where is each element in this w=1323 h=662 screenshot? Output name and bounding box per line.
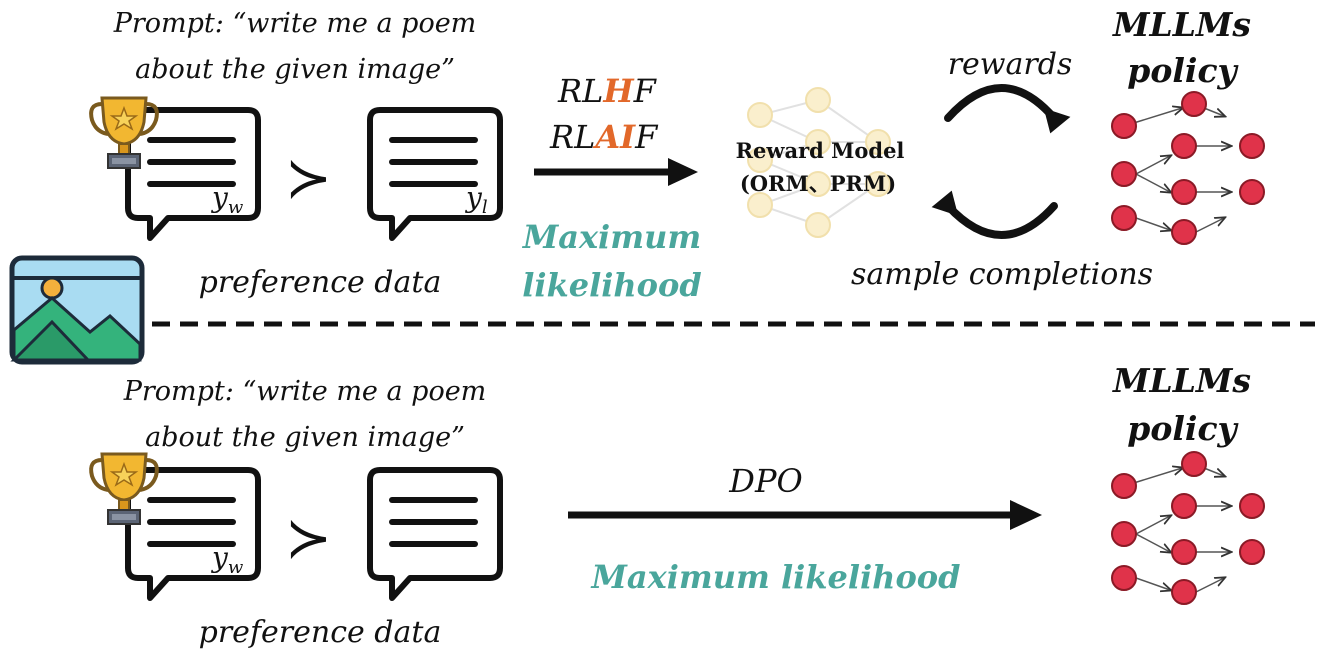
- top-prompt-line2: about the given image”: [135, 54, 455, 85]
- bottom-preference-data-label: preference data: [199, 615, 442, 650]
- reward-model-subtitle: (ORM、PRM): [740, 171, 896, 196]
- bottom-policy-title-line1: MLLMs: [1112, 361, 1251, 400]
- top-policy-title-line2: policy: [1127, 51, 1239, 90]
- top-policy-network-icon: [1112, 92, 1264, 244]
- bottom-chosen-label: yw: [210, 541, 244, 578]
- top-max-likelihood-line2: likelihood: [522, 266, 701, 304]
- reward-model-title: Reward Model: [736, 138, 905, 163]
- bottom-policy-title-line2: policy: [1127, 409, 1239, 448]
- bottom-policy-network-icon: [1112, 452, 1264, 604]
- method-rlhf-label: RLHF: [557, 72, 658, 110]
- cycle-arrows-icon: [931, 84, 1071, 239]
- top-rejected-label: yl: [464, 181, 488, 218]
- top-prompt-line1: Prompt: “write me a poem: [113, 8, 477, 39]
- bottom-prompt-line1: Prompt: “write me a poem: [123, 376, 487, 407]
- top-chosen-label: yw: [210, 181, 244, 218]
- bottom-arrow-head: [1010, 500, 1042, 530]
- bottom-prompt-line2: about the given image”: [145, 422, 465, 453]
- top-max-likelihood-line1: Maximum: [522, 218, 701, 256]
- top-preference-data-label: preference data: [199, 265, 442, 300]
- bottom-second-bubble: [370, 470, 500, 598]
- image-icon: [9, 255, 145, 365]
- reward-model-network-icon: [747, 87, 891, 238]
- top-rejected-bubble: [370, 110, 500, 238]
- preference-symbol: ≻: [285, 146, 332, 211]
- method-rlaif-label: RLAIF: [549, 118, 659, 156]
- top-policy-title-line1: MLLMs: [1112, 5, 1251, 44]
- rewards-label: rewards: [948, 47, 1073, 82]
- preference-symbol: ≻: [285, 506, 332, 571]
- top-arrow-head: [668, 158, 698, 186]
- sample-completions-label: sample completions: [851, 257, 1153, 292]
- dpo-label: DPO: [728, 462, 802, 500]
- bottom-max-likelihood: Maximum likelihood: [591, 558, 961, 596]
